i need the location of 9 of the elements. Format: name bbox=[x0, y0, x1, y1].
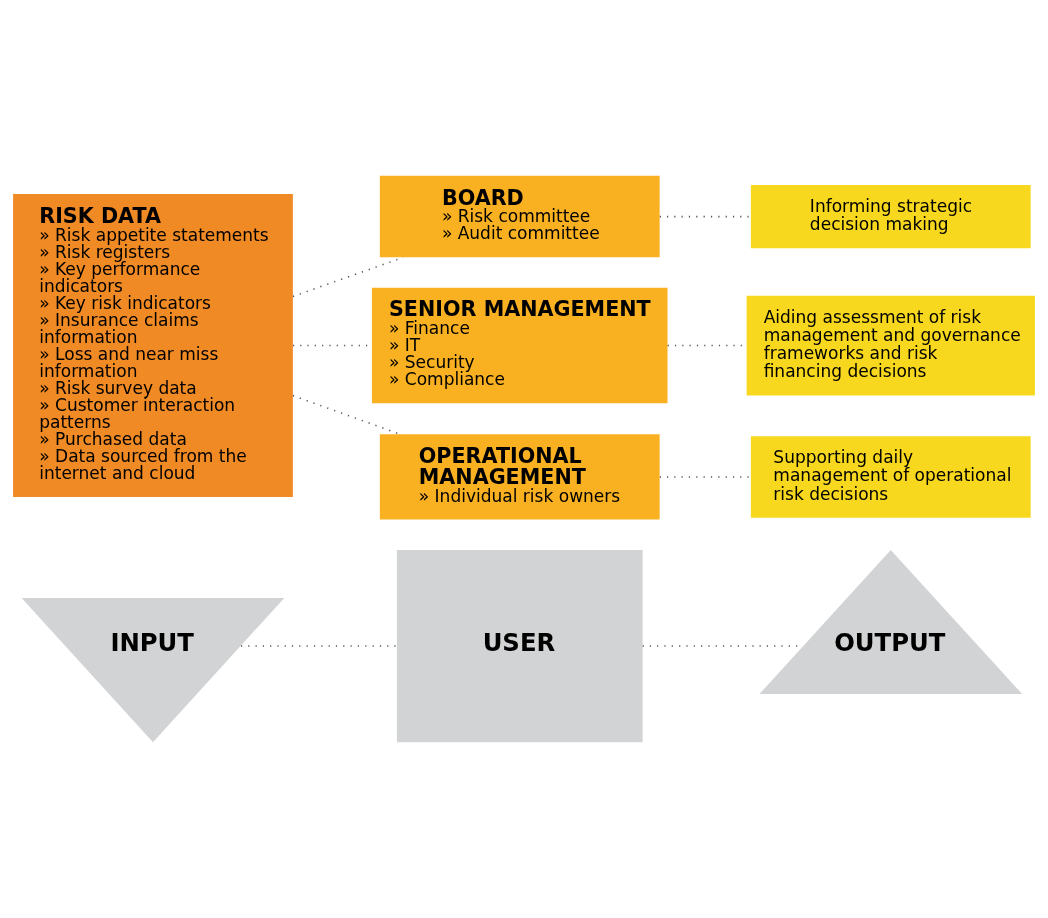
node-box: Aiding assessment of risk management and governance frameworks and risk financing decisions bbox=[746, 295, 1035, 396]
node-box: Informing strategic decision making bbox=[750, 185, 1031, 249]
node-box: RISK DATA » Risk appetite statements » Risk registers » Key performance indicators » Key risk indicators » Insurance claims information » Loss and near miss information » Risk survey data » Customer interaction patterns » Purchased data » Data sourced from the internet and cloud bbox=[13, 194, 293, 497]
node-box: BOARD » Risk committee » Audit committee bbox=[379, 175, 660, 258]
node-box: Supporting daily management of operational risk decisions bbox=[750, 436, 1031, 518]
connector bbox=[240, 645, 398, 647]
node-box: SENIOR MANAGEMENT » Finance » IT » Security » Compliance bbox=[371, 287, 668, 404]
node-box: USER bbox=[396, 549, 643, 743]
node-box: OPERATIONAL MANAGEMENT » Individual risk owners bbox=[379, 434, 660, 520]
